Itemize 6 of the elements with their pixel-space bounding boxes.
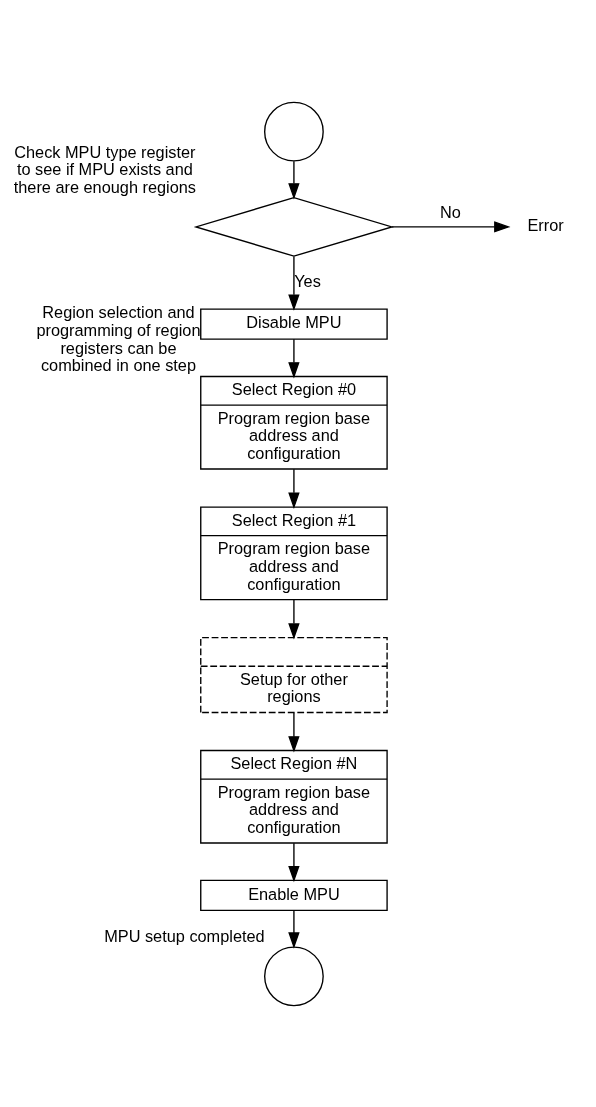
edge-label: Yes xyxy=(294,271,321,290)
node-text: Error xyxy=(527,215,564,234)
node-label: Check MPU type register to see if MPU exists and there are enough regions xyxy=(13,142,197,196)
node-label: MPU setup completed xyxy=(104,926,265,945)
edge-label: No xyxy=(439,202,461,221)
node-label: Region selection and programming of region registers can be combined in one step xyxy=(36,302,201,374)
